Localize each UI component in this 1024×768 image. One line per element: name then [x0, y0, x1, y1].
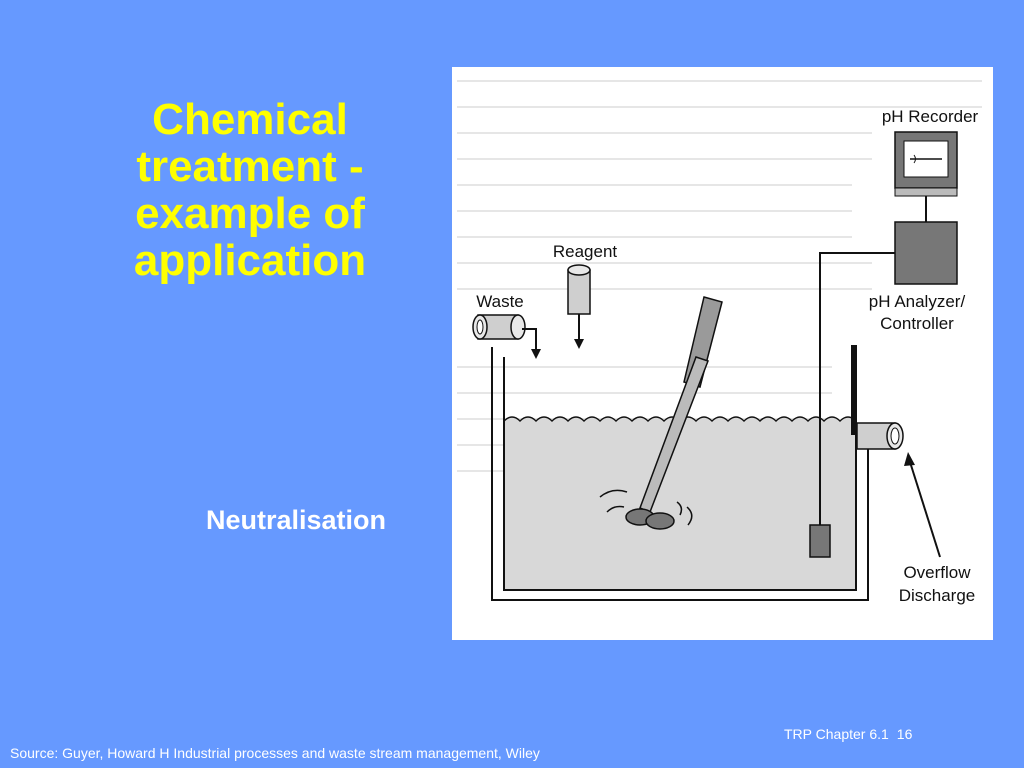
title-line: application [133, 236, 367, 285]
page-number: 16 [896, 726, 913, 742]
overflow-arrow [904, 452, 941, 558]
overflow-pipe [856, 422, 904, 450]
title-line: example of [135, 189, 365, 238]
title-line: treatment - [136, 142, 364, 191]
ph-probe [809, 524, 831, 558]
label-overflow: Overflow [903, 563, 971, 582]
ph-recorder [894, 131, 958, 197]
chapter-label: TRP Chapter 6.1 [784, 726, 889, 742]
reagent-container [567, 264, 591, 349]
diagram-canvas: pH Recorder Reagent Waste pH Analyzer/ C… [457, 80, 982, 605]
weir-post [851, 345, 857, 435]
waste-pipe [472, 314, 541, 359]
mixer [599, 296, 723, 530]
source-citation: Source: Guyer, Howard H Industrial proce… [10, 745, 540, 761]
neutralisation-diagram: pH Recorder Reagent Waste pH Analyzer/ C… [452, 67, 993, 640]
control-wiring [819, 196, 927, 525]
label-reagent: Reagent [553, 242, 618, 261]
tank-walls [491, 347, 869, 601]
footer-chapter: TRP Chapter 6.1 16 [784, 726, 912, 742]
ph-analyzer-controller [894, 221, 958, 285]
label-discharge: Discharge [899, 586, 976, 605]
label-ph-analyzer: pH Analyzer/ [869, 292, 966, 311]
label-waste: Waste [476, 292, 524, 311]
label-ph-recorder: pH Recorder [882, 107, 979, 126]
tank-liquid [504, 417, 856, 590]
title-line: Chemical [152, 95, 348, 144]
label-controller: Controller [880, 314, 954, 333]
slide-subtitle: Neutralisation [205, 505, 386, 535]
slide-title: Chemical treatment - example of applicat… [100, 96, 400, 284]
